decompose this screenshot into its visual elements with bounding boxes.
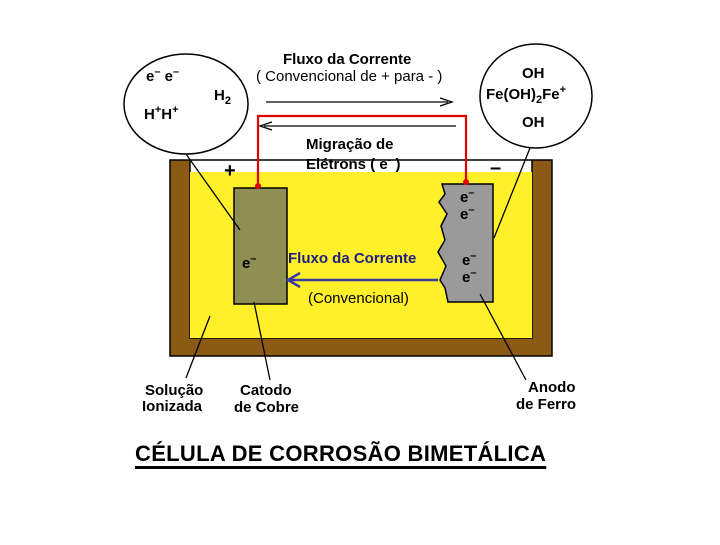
solution-label-1: Solução [145,382,204,399]
anode-electron-1: e– [460,187,475,206]
diagram-title: CÉLULA DE CORROSÃO BIMETÁLICA [135,441,547,466]
hydrogen-ions-label: H+H+ [144,104,179,123]
inner-conventional-label: (Convencional) [308,290,409,307]
negative-sign: – [490,157,502,179]
conventional-direction-label: ( Convencional de + para - ) [256,68,443,85]
external-wire [256,114,468,186]
cathode-label-1: Catodo [240,382,292,399]
hydrogen-gas-label: H2 [214,87,231,107]
hydroxide-top-label: OH [522,65,545,82]
anode-label-1: Anodo [528,379,576,396]
solution-label-2: Ionizada [142,398,203,415]
anode-reaction-bubble [479,43,593,149]
anode-label-2: de Ferro [516,396,577,413]
hydroxide-bottom-label: OH [522,114,545,131]
inner-current-label: Fluxo da Corrente [288,250,417,267]
cathode-label-2: de Cobre [234,399,300,416]
anode-electron-4: e– [462,267,477,286]
anode-plate [437,183,494,303]
electron-migration-label-1: Migração de [306,136,394,153]
electrons-label: e– e– [146,66,180,85]
cathode-plate [233,187,288,305]
electron-migration-label-2: Elétrons ( e- ) [306,154,401,173]
iron-hydroxide-label: Fe(OH)2Fe+ [486,84,567,106]
positive-sign: + [224,160,236,182]
anode-electron-3: e– [462,250,477,269]
anode-electron-2: e– [460,204,475,223]
current-flow-label: Fluxo da Corrente [283,51,412,68]
cathode-electron: e– [242,253,257,272]
